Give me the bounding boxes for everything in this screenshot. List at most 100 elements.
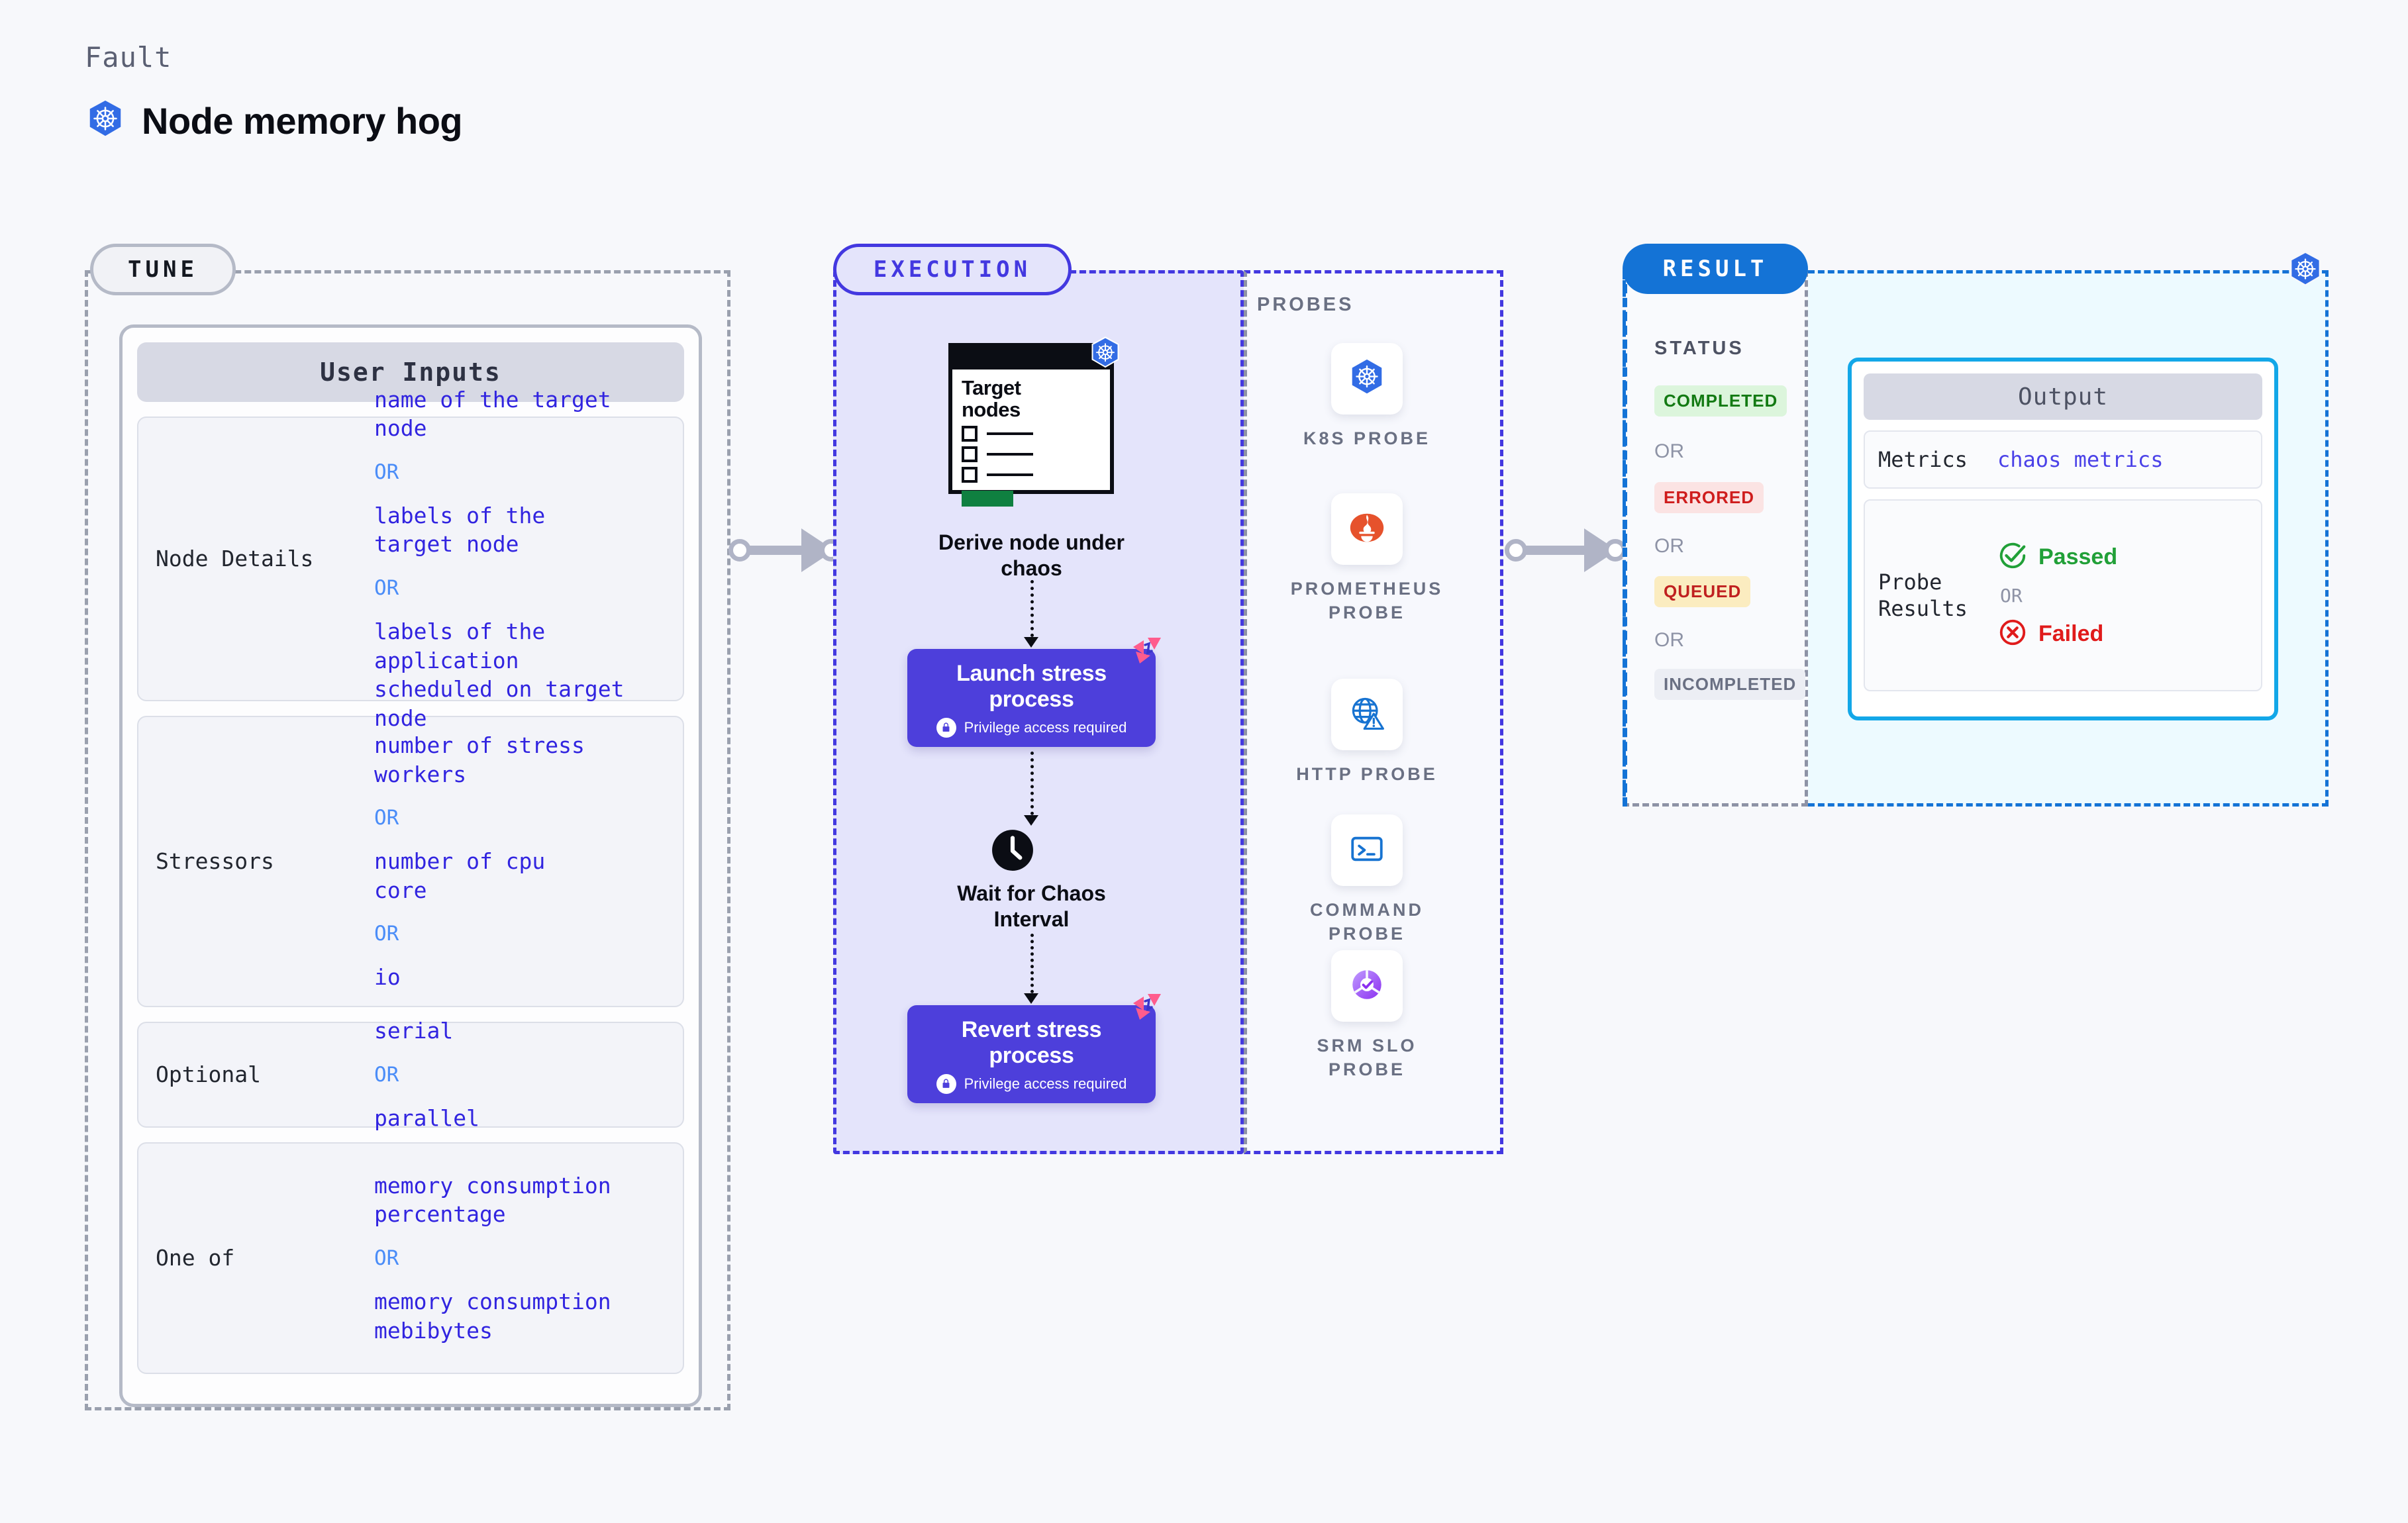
stage-badge-execution[interactable]: EXECUTION [833, 244, 1072, 295]
output-header: Output [1864, 373, 2262, 420]
input-group-one-of: One of memory consumption percentage OR … [137, 1142, 684, 1374]
clock-icon [991, 828, 1034, 875]
step-revert-stress-process[interactable]: Revert stress process Privilege access r… [907, 994, 1161, 1103]
tune-dashed-border-right [727, 270, 730, 1410]
globe-warning-icon [1347, 693, 1387, 736]
dotted-connector [1030, 934, 1034, 993]
probe-label-srm-slo: SRM SLO PROBE [1317, 1036, 1417, 1079]
status-badge-label: ERRORED [1664, 487, 1755, 507]
connector-dot-start [1505, 539, 1527, 562]
input-group-values: memory consumption percentage OR memory … [374, 1171, 666, 1345]
probe-tile-srm-slo[interactable] [1331, 950, 1403, 1022]
step-sub-row: Privilege access required [914, 717, 1149, 738]
probe-tile-k8s[interactable] [1331, 343, 1403, 415]
input-value: name of the target node [374, 386, 611, 442]
fault-label: Fault [85, 41, 172, 74]
target-card-body: Target nodes [952, 369, 1110, 515]
status-badge-label: QUEUED [1664, 581, 1742, 601]
stage-badge-execution-label: EXECUTION [873, 256, 1032, 283]
input-value: number of cpu core [374, 848, 546, 903]
input-group-label: One of [156, 1245, 235, 1271]
stage-badge-result-label: RESULT [1662, 256, 1768, 282]
input-group-values: name of the target node OR labels of the… [374, 385, 666, 732]
terminal-icon [1348, 830, 1386, 871]
input-group-label: Node Details [156, 546, 314, 572]
output-group-probe-results: Probe Results Passed OR Failed [1864, 499, 2262, 691]
page-title: Node memory hog [142, 100, 463, 142]
input-group-label: Optional [156, 1061, 261, 1088]
tune-dashed-border [85, 270, 730, 1410]
input-value: io [374, 964, 401, 991]
verdict-failed-label: Failed [2038, 620, 2104, 646]
step-sublabel: Privilege access required [964, 1075, 1127, 1092]
step-sub-row: Privilege access required [914, 1073, 1149, 1094]
input-value: memory consumption percentage [374, 1172, 611, 1228]
tune-region [85, 270, 730, 1410]
input-or: OR [374, 576, 399, 600]
target-nodes-card: Target nodes [948, 343, 1114, 507]
lock-icon [936, 1073, 956, 1094]
kubernetes-icon [1088, 336, 1123, 373]
input-or: OR [374, 922, 399, 946]
input-group-optional: Optional serial OR parallel [137, 1018, 684, 1131]
input-group-values: serial OR parallel [374, 1016, 666, 1132]
verdict-passed: Passed [1997, 540, 2248, 574]
status-title: STATUS [1654, 338, 1744, 359]
verdict-or: OR [2000, 584, 2023, 607]
probe-tile-prometheus[interactable] [1331, 493, 1403, 565]
stage-badge-tune[interactable]: TUNE [90, 244, 236, 295]
dotted-connector [1030, 752, 1034, 815]
target-card-titlebar [952, 347, 1110, 369]
input-or: OR [374, 460, 399, 484]
step-label-derive: Derive node under chaos [938, 530, 1125, 581]
close-circle-icon [1997, 617, 2028, 651]
status-badge-completed: COMPLETED [1654, 385, 1787, 417]
kubernetes-icon [85, 99, 126, 143]
page-header: Fault Node memory hog [85, 41, 463, 143]
input-value: number of stress workers [374, 732, 585, 787]
target-card-row [962, 466, 1101, 483]
user-inputs-card: User Inputs Node Details name of the tar… [119, 324, 702, 1407]
status-or: OR [1654, 629, 1684, 651]
input-value: serial [374, 1018, 454, 1044]
input-value: labels of the application scheduled on t… [374, 618, 625, 731]
slo-donut-icon [1348, 965, 1386, 1007]
step-title: Revert stress process [961, 1017, 1102, 1068]
step-launch-stress-process[interactable]: Launch stress process Privilege access r… [907, 638, 1161, 747]
probe-results-values: Passed OR Failed [1997, 540, 2248, 651]
probe-tile-command[interactable] [1331, 814, 1403, 886]
status-or: OR [1654, 440, 1684, 462]
dotted-connector-arrowhead [1024, 637, 1038, 648]
probe-label-http: HTTP PROBE [1296, 764, 1438, 784]
verdict-passed-label: Passed [2038, 544, 2118, 569]
input-value: parallel [374, 1105, 479, 1131]
tune-dashed-border-top [85, 270, 730, 273]
probe-results-label: Probe Results [1878, 569, 1968, 621]
kubernetes-icon [1346, 357, 1387, 401]
probes-title: PROBES [1257, 294, 1354, 315]
litmus-icon [1132, 636, 1164, 669]
status-badge-label: COMPLETED [1664, 391, 1778, 411]
step-label-wait: Wait for Chaos Interval [957, 881, 1106, 932]
probe-tile-http[interactable] [1331, 679, 1403, 750]
metrics-label: Metrics [1878, 447, 1968, 472]
checkbox-icon [962, 425, 978, 442]
stage-badge-result[interactable]: RESULT [1623, 244, 1808, 294]
status-badge-errored: ERRORED [1654, 482, 1764, 513]
status-badge-queued: QUEUED [1654, 576, 1751, 607]
metrics-value-wrap: chaos metrics [1997, 447, 2248, 472]
input-or: OR [374, 806, 399, 830]
status-badge-incompleted: INCOMPLETED [1654, 669, 1806, 700]
user-inputs-title: User Inputs [320, 358, 501, 387]
dotted-connector-arrowhead [1024, 993, 1038, 1004]
result-left-border [1623, 270, 1627, 807]
check-circle-icon [1997, 540, 2028, 574]
input-group-values: number of stress workers OR number of cp… [374, 731, 666, 992]
lock-icon [936, 717, 956, 738]
input-group-stressors: Stressors number of stress workers OR nu… [137, 716, 684, 1007]
probe-label-k8s: K8S PROBE [1303, 428, 1431, 448]
status-badge-label: INCOMPLETED [1664, 674, 1797, 694]
probe-label-command: COMMAND PROBE [1310, 900, 1424, 944]
connector-line [1514, 546, 1595, 555]
placeholder-line [987, 473, 1033, 476]
